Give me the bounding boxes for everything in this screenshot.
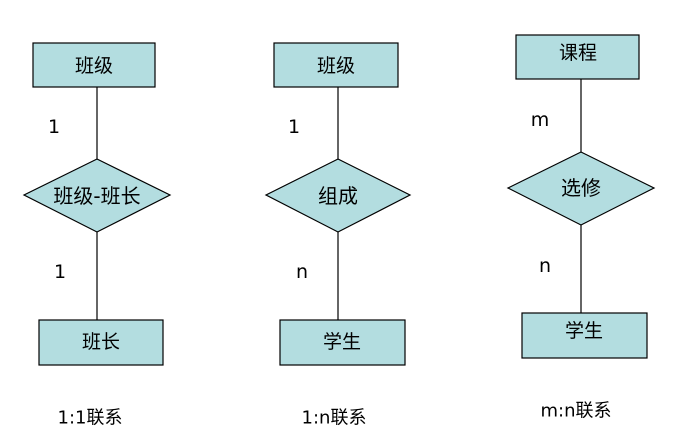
relation-caption: m:n联系 — [540, 401, 611, 422]
cardinality-top: 1 — [48, 116, 60, 138]
entity-box-top — [32, 42, 156, 88]
entity-box-top — [273, 42, 399, 88]
er-diagram-m-n: 课程 选修 学生 m n m:n联系 — [506, 34, 656, 422]
cardinality-bottom: 1 — [54, 261, 66, 283]
entity-label-bottom: 班长 — [82, 331, 120, 353]
relationship-label: 组成 — [318, 184, 358, 208]
entity-label-top: 课程 — [559, 42, 597, 64]
entity-label-bottom: 学生 — [323, 331, 361, 353]
cardinality-bottom: n — [539, 255, 551, 277]
relationship-label: 班级-班长 — [53, 184, 140, 208]
cardinality-bottom: n — [296, 261, 308, 283]
entity-box-top — [515, 34, 640, 80]
relation-caption: 1:n联系 — [302, 408, 367, 429]
entity-box-bottom — [521, 312, 648, 359]
relationship-label: 选修 — [561, 176, 601, 200]
entity-box-bottom — [38, 319, 164, 366]
cardinality-top: m — [531, 109, 550, 131]
er-diagram-1-n: 班级 组成 学生 1 n 1:n联系 — [264, 42, 412, 429]
relationship-diamond — [506, 151, 656, 226]
relation-caption: 1:1联系 — [58, 408, 123, 429]
entity-label-top: 班级 — [75, 55, 113, 77]
entity-label-bottom: 学生 — [565, 320, 603, 342]
relationship-diamond — [264, 158, 412, 233]
entity-label-top: 班级 — [317, 55, 355, 77]
cardinality-top: 1 — [288, 116, 300, 138]
entity-box-bottom — [279, 319, 406, 366]
er-diagram-1-1: 班级 班级-班长 班长 1 1 1:1联系 — [22, 42, 172, 429]
relationship-diamond — [22, 158, 172, 233]
